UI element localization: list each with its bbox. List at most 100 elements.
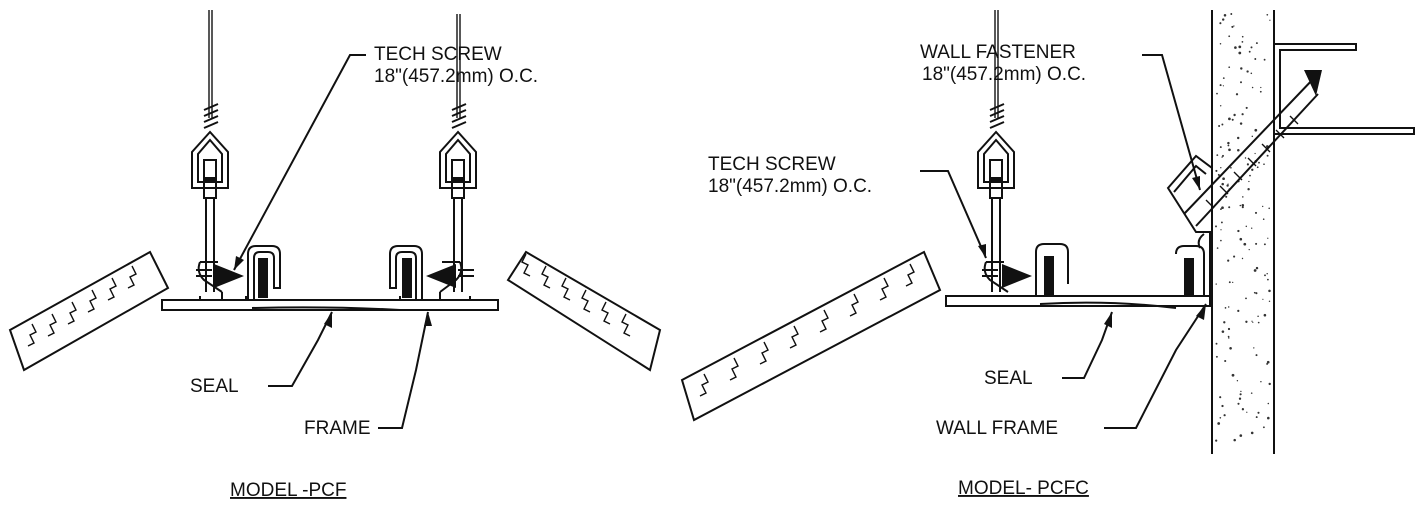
hanger-wire-left [191, 10, 229, 292]
concrete-stipple [1227, 141, 1230, 145]
concrete-stipple [1263, 313, 1267, 317]
tech-screw-spacing-label-pcfc: 18"(457.2mm) O.C. [708, 176, 872, 197]
model-pcfc-title: MODEL- PCFC [958, 478, 1089, 499]
concrete-stipple [1262, 205, 1264, 208]
concrete-stipple [1230, 166, 1232, 169]
concrete-stipple [1253, 291, 1256, 294]
concrete-stipple [1257, 411, 1260, 414]
concrete-stipple [1227, 306, 1230, 308]
wall-frame-label: WALL FRAME [936, 418, 1058, 439]
clip-assembly-left [196, 245, 281, 300]
concrete-stipple [1221, 330, 1225, 333]
concrete-stipple [1246, 163, 1249, 166]
concrete-stipple [1215, 342, 1218, 345]
concrete-stipple [1268, 300, 1271, 303]
concrete-stipple [1259, 90, 1262, 93]
concrete-stipple [1241, 35, 1244, 38]
concrete-stipple [1225, 195, 1228, 198]
concrete-stipple [1231, 118, 1234, 121]
concrete-stipple [1246, 411, 1248, 413]
concrete-stipple [1262, 218, 1265, 220]
steel-angle [1274, 43, 1415, 135]
concrete-stipple [1219, 105, 1222, 107]
concrete-stipple [1239, 122, 1243, 125]
concrete-stipple [1242, 196, 1244, 198]
concrete-stipple [1251, 135, 1254, 138]
concrete-stipple [1221, 206, 1224, 210]
concrete-stipple [1254, 128, 1258, 132]
seal-label-pcfc: SEAL [984, 368, 1033, 389]
concrete-stipple [1246, 70, 1249, 73]
concrete-stipple [1240, 67, 1243, 70]
concrete-stipple [1219, 396, 1222, 399]
concrete-stipple [1255, 416, 1258, 419]
concrete-stipple [1228, 66, 1231, 69]
concrete-stipple [1227, 335, 1230, 338]
concrete-stipple [1243, 242, 1247, 246]
concrete-stipple [1268, 382, 1271, 386]
concrete-stipple [1221, 182, 1224, 186]
concrete-stipple [1255, 42, 1258, 45]
concrete-stipple [1222, 18, 1225, 21]
concrete-stipple [1220, 221, 1223, 224]
concrete-stipple [1219, 146, 1222, 149]
concrete-stipple [1255, 354, 1258, 357]
hanger-wire-right [439, 14, 477, 292]
concrete-stipple [1241, 257, 1244, 260]
concrete-stipple [1267, 416, 1270, 420]
concrete-stipple [1245, 225, 1248, 228]
concrete-stipple [1233, 255, 1236, 258]
concrete-stipple [1254, 58, 1257, 60]
wall-fastener-spacing-label: 18"(457.2mm) O.C. [922, 64, 1086, 85]
concrete-stipple [1248, 248, 1250, 251]
wall-frame-base [945, 295, 1211, 307]
right-detail: WALL FASTENER 18"(457.2mm) O.C. TECH SCR… [680, 10, 1415, 499]
concrete-stipple [1224, 359, 1227, 363]
concrete-stipple [1247, 187, 1250, 191]
concrete-stipple [1215, 283, 1217, 285]
concrete-stipple [1241, 204, 1245, 207]
concrete-stipple [1266, 13, 1269, 16]
concrete-stipple [1239, 434, 1243, 437]
seal-label: SEAL [190, 376, 239, 397]
seal-right [1039, 301, 1177, 309]
concrete-stipple [1255, 292, 1258, 295]
concrete-stipple [1236, 380, 1239, 382]
concrete-stipple [1266, 272, 1268, 275]
seal-left [251, 306, 401, 311]
concrete-stipple [1241, 206, 1244, 209]
concrete-stipple [1223, 414, 1226, 417]
concrete-stipple [1228, 117, 1231, 121]
concrete-stipple [1223, 14, 1227, 17]
concrete-stipple [1221, 404, 1224, 408]
concrete-stipple [1240, 390, 1242, 393]
concrete-stipple [1239, 204, 1242, 207]
concrete-stipple [1216, 154, 1219, 156]
concrete-stipple [1254, 211, 1258, 214]
concrete-stipple [1250, 72, 1253, 75]
concrete-stipple [1245, 106, 1248, 109]
concrete-stipple [1231, 25, 1234, 28]
concrete-stipple [1245, 320, 1248, 323]
concrete-stipple [1250, 431, 1254, 435]
concrete-stipple [1215, 355, 1218, 358]
concrete-stipple [1222, 154, 1224, 157]
concrete-stipple [1257, 321, 1260, 324]
concrete-stipple [1241, 408, 1245, 411]
concrete-stipple [1222, 177, 1225, 181]
tech-screw-label: TECH SCREW [374, 44, 502, 65]
concrete-stipple [1215, 225, 1217, 228]
concrete-stipple [1269, 19, 1271, 21]
concrete-stipple [1222, 85, 1224, 87]
concrete-stipple [1233, 25, 1235, 27]
wall-frame-clip [1175, 232, 1211, 296]
concrete-stipple [1237, 229, 1240, 233]
concrete-stipple [1219, 22, 1222, 25]
concrete-stipple [1254, 152, 1256, 155]
concrete-stipple [1220, 167, 1222, 169]
concrete-stipple [1221, 123, 1224, 126]
concrete-stipple [1217, 422, 1221, 425]
concrete-stipple [1268, 289, 1271, 293]
concrete-stipple [1267, 278, 1269, 281]
